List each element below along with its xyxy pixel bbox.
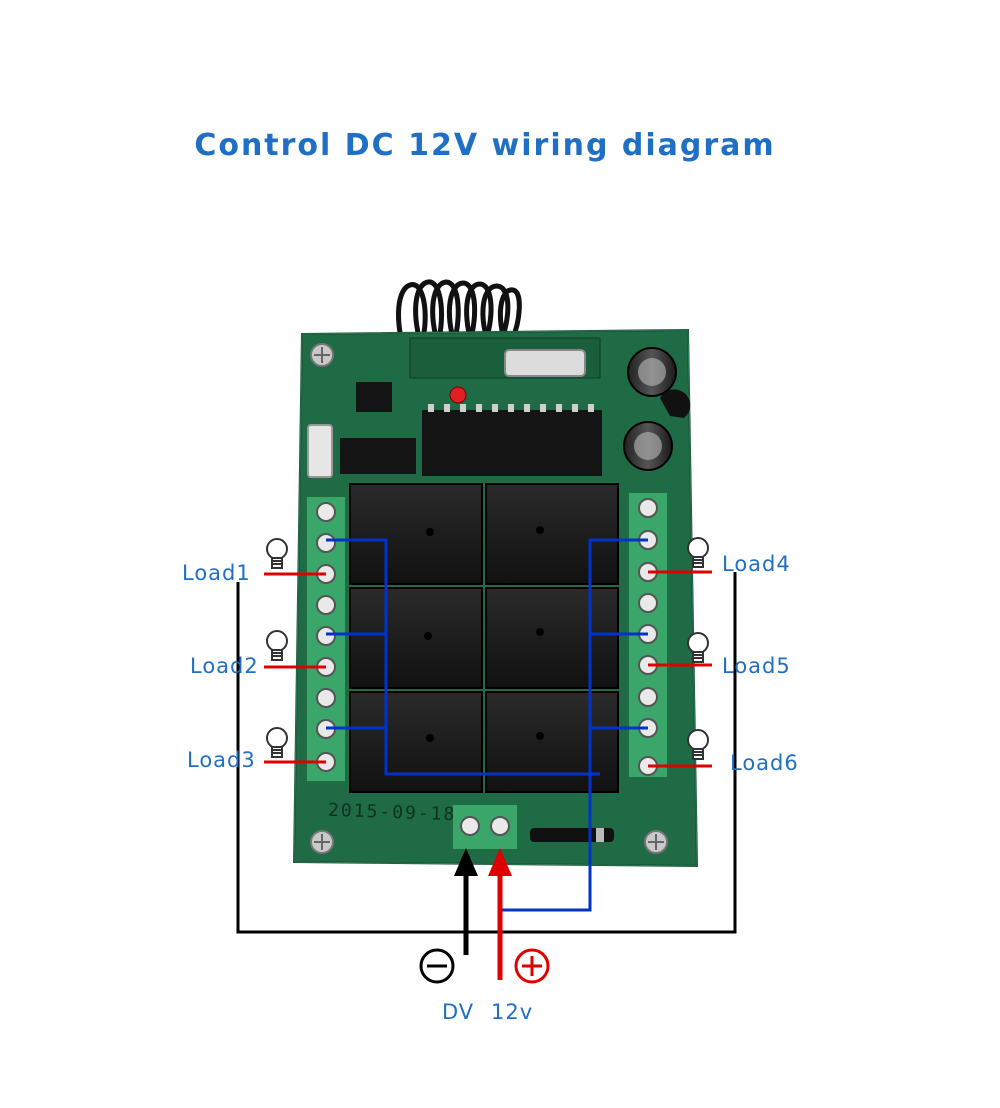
pcb-date-print: 2015-09-18 bbox=[327, 799, 457, 826]
bulb-icon-load1 bbox=[266, 538, 288, 569]
power-terminal-positive bbox=[490, 816, 510, 836]
negative-symbol-icon bbox=[419, 948, 455, 984]
voltage-regulator bbox=[660, 389, 691, 418]
right-terminal-4 bbox=[638, 593, 658, 613]
relay-6 bbox=[485, 691, 619, 793]
diode bbox=[530, 828, 614, 842]
bulb-icon-load2 bbox=[266, 630, 288, 661]
pcb-board bbox=[292, 328, 699, 868]
left-terminal-5 bbox=[316, 626, 336, 646]
relay-2 bbox=[485, 483, 619, 585]
left-terminal-7 bbox=[316, 688, 336, 708]
status-led bbox=[449, 386, 467, 404]
bulb-icon-load4 bbox=[687, 537, 709, 568]
positive-symbol-icon bbox=[514, 948, 550, 984]
left-terminal-1 bbox=[316, 502, 336, 522]
relay-3 bbox=[349, 587, 483, 689]
positive-arrow bbox=[488, 848, 512, 980]
small-ic bbox=[356, 382, 392, 412]
bulb-icon-load5 bbox=[687, 632, 709, 663]
power-terminal-block bbox=[451, 803, 519, 851]
right-terminal-7 bbox=[638, 687, 658, 707]
relay-5 bbox=[349, 691, 483, 793]
left-terminal-2 bbox=[316, 533, 336, 553]
decoder-ic bbox=[422, 410, 602, 476]
load-label-4: Load4 bbox=[722, 552, 791, 576]
bulb-icon-load6 bbox=[687, 729, 709, 760]
left-terminal-4 bbox=[316, 595, 336, 615]
load-label-6: Load6 bbox=[730, 751, 799, 775]
negative-arrow bbox=[454, 848, 478, 955]
power-terminal-negative bbox=[460, 816, 480, 836]
power-label-positive: 12v bbox=[491, 1000, 534, 1024]
right-terminal-1 bbox=[638, 498, 658, 518]
load-label-2: Load2 bbox=[190, 654, 259, 678]
bulb-icons bbox=[266, 537, 709, 760]
learn-button bbox=[307, 424, 333, 478]
power-label-negative: DV bbox=[442, 1000, 475, 1024]
red-load-wires bbox=[264, 570, 712, 768]
relay-4 bbox=[485, 587, 619, 689]
bulb-icon-load3 bbox=[266, 727, 288, 758]
diagram-title: Control DC 12V wiring diagram bbox=[194, 128, 776, 163]
load-label-5: Load5 bbox=[722, 654, 791, 678]
load-label-3: Load3 bbox=[187, 748, 256, 772]
driver-ic bbox=[340, 438, 416, 474]
black-ground-loop bbox=[236, 572, 737, 934]
antenna-coil bbox=[396, 279, 522, 361]
relay-1 bbox=[349, 483, 483, 585]
load-label-1: Load1 bbox=[182, 561, 251, 585]
blue-common-wires bbox=[326, 538, 648, 912]
relay-bank bbox=[349, 483, 619, 793]
crystal-oscillator bbox=[504, 349, 586, 377]
